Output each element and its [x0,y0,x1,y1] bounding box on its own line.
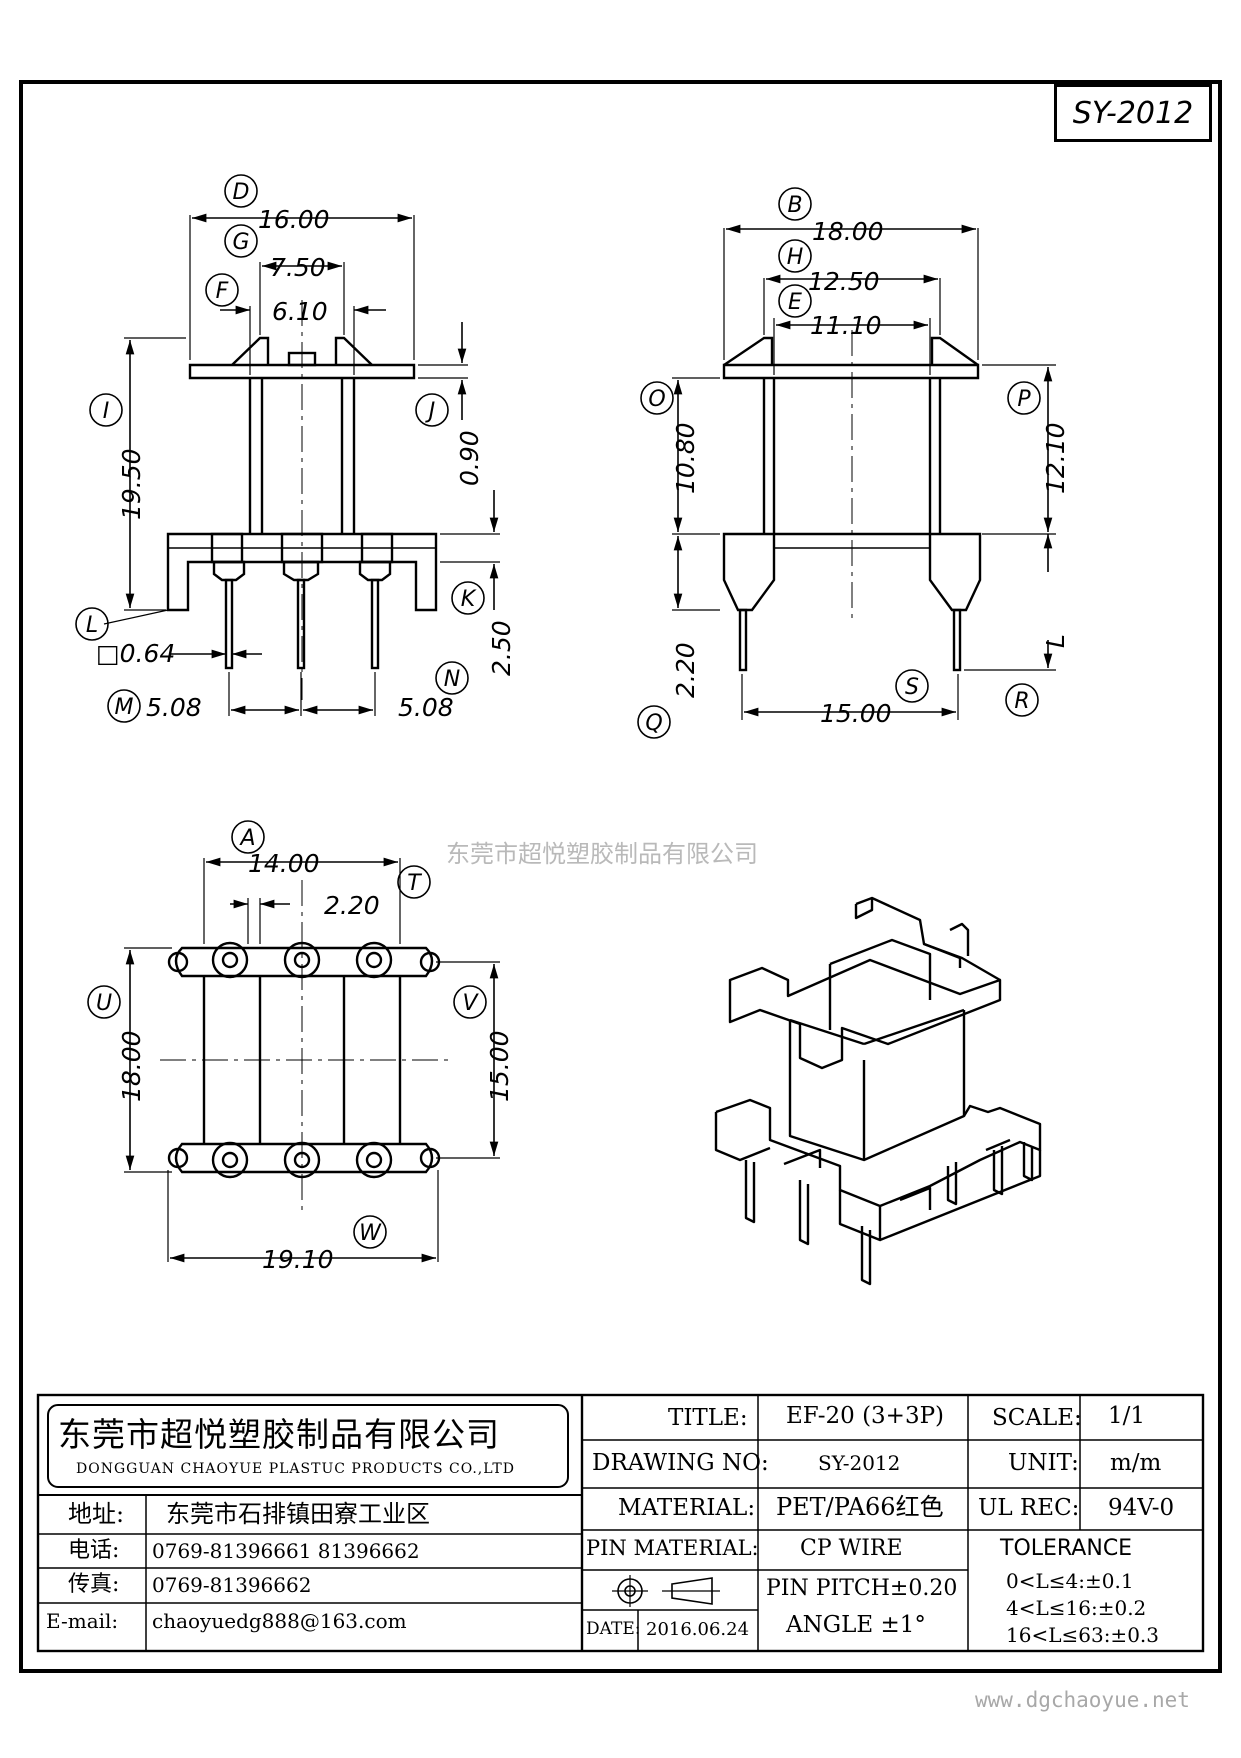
dim-bottom-height: 18.00 [117,1030,146,1102]
date-value: 2016.06.24 [646,1619,750,1640]
marker-R: R [1014,689,1029,714]
dim-side-flange: 12.50 [808,267,880,296]
unit-label: UNIT: [1008,1450,1079,1476]
dim-side-flange-height: 12.10 [1041,422,1070,494]
marker-T: T [407,871,422,896]
address-value: 东莞市石排镇田寮工业区 [166,1500,430,1528]
tolerance-label: TOLERANCE [1000,1536,1133,1561]
marker-F: F [216,279,229,304]
dim-pitch-left: 5.08 [146,693,202,722]
material-label: MATERIAL: [618,1495,756,1521]
side-view-labels: 18.00 12.50 11.10 10.80 12.10 2.20 L 15.… [671,217,1070,728]
pin-material-label: PIN MATERIAL: [586,1536,759,1560]
dim-front-flange: 7.50 [270,253,326,282]
dim-side-width: 18.00 [812,217,884,246]
pin-material-value: CP WIRE [800,1536,903,1561]
drawing-no-value: SY-2012 [818,1451,901,1475]
pin-pitch: PIN PITCH±0.20 [766,1576,958,1601]
ul-label: UL REC: [978,1495,1080,1521]
dim-front-width: 16.00 [258,205,330,234]
front-view-labels: 16.00 7.50 6.10 19.50 0.90 2.50 □0.64 5.… [96,205,516,722]
phone-value: 0769-81396661 81396662 [152,1539,420,1563]
marker-O: O [648,387,665,412]
bottom-view-labels: 14.00 2.20 18.00 15.00 19.10 [117,849,514,1274]
dim-bottom-width: 14.00 [248,849,320,878]
bottom-view-markers: A T U V W [87,820,487,1249]
ul-value: 94V-0 [1108,1495,1175,1521]
marker-S: S [905,675,919,700]
marker-W: W [359,1221,382,1246]
drawing-no-label: DRAWING NO: [592,1450,769,1476]
email-value: chaoyuedg888@163.com [152,1609,407,1633]
watermark-text: 东莞市超悦塑胶制品有限公司 [446,840,758,868]
website-url[interactable]: www.dgchaoyue.net [975,1688,1190,1712]
dim-side-pin-length: L [1041,634,1070,648]
marker-A: A [238,826,255,851]
company-name-cn: 东莞市超悦塑胶制品有限公司 [58,1415,500,1454]
dim-side-core-height: 10.80 [671,422,700,494]
marker-M: M [115,695,134,720]
dim-bottom-pin-rows: 15.00 [485,1030,514,1102]
dim-pitch-right: 5.08 [398,693,454,722]
fax-label: 传真: [68,1572,120,1597]
title-label: TITLE: [668,1405,748,1431]
dim-front-height: 19.50 [117,448,146,520]
marker-D: D [233,180,250,205]
tolerance-line-1: 0<L≤4:±0.1 [1006,1569,1134,1593]
tolerance-line-2: 4<L≤16:±0.2 [1006,1596,1147,1620]
drawing-code: SY-2012 [1054,84,1212,142]
dim-pin-square: □0.64 [96,639,175,668]
side-view [672,224,1056,720]
marker-L: L [86,613,98,638]
marker-B: B [787,193,802,218]
isometric-view [714,896,1042,1286]
title-value: EF-20 (3+3P) [786,1403,945,1429]
angle-tolerance: ANGLE ±1° [786,1612,926,1638]
marker-P: P [1017,387,1031,412]
title-block-frame [36,1393,1205,1653]
unit-value: m/m [1110,1450,1162,1476]
scale-value: 1/1 [1108,1403,1146,1429]
marker-K: K [461,587,477,612]
scale-label: SCALE: [992,1405,1082,1431]
marker-I: I [103,399,110,424]
company-name-en: DONGGUAN CHAOYUE PLASTUC PRODUCTS CO.,LT… [76,1461,515,1477]
marker-U: U [96,991,112,1016]
dim-front-tube: 6.10 [272,297,328,326]
marker-E: E [788,290,802,315]
tolerance-line-3: 16<L≤63:±0.3 [1006,1623,1159,1647]
material-value: PET/PA66红色 [776,1493,944,1521]
dim-side-pin-span: 15.00 [820,699,892,728]
marker-G: G [232,230,249,255]
dim-side-base: 2.20 [671,642,700,698]
marker-V: V [462,991,479,1016]
address-label: 地址: [68,1500,125,1528]
dim-bottom-base-width: 19.10 [262,1245,334,1274]
dim-bottom-gap: 2.20 [324,891,380,920]
dim-side-inner: 11.10 [810,311,882,340]
marker-J: J [425,399,436,424]
dim-front-base-thk: 2.50 [487,620,516,676]
bottom-view [124,857,500,1263]
side-view-markers: B H E O P Q R S [637,187,1041,739]
front-view-markers: D G F I J K L M N [75,174,485,723]
date-label: DATE: [586,1619,641,1639]
phone-label: 电话: [68,1538,120,1563]
outer-frame [19,80,1222,1673]
marker-H: H [787,245,804,270]
fax-value: 0769-81396662 [152,1573,312,1597]
front-view [103,213,500,716]
dim-front-flange-thk: 0.90 [455,430,484,486]
marker-N: N [444,667,460,692]
marker-Q: Q [645,711,662,736]
email-label: E-mail: [46,1609,119,1633]
